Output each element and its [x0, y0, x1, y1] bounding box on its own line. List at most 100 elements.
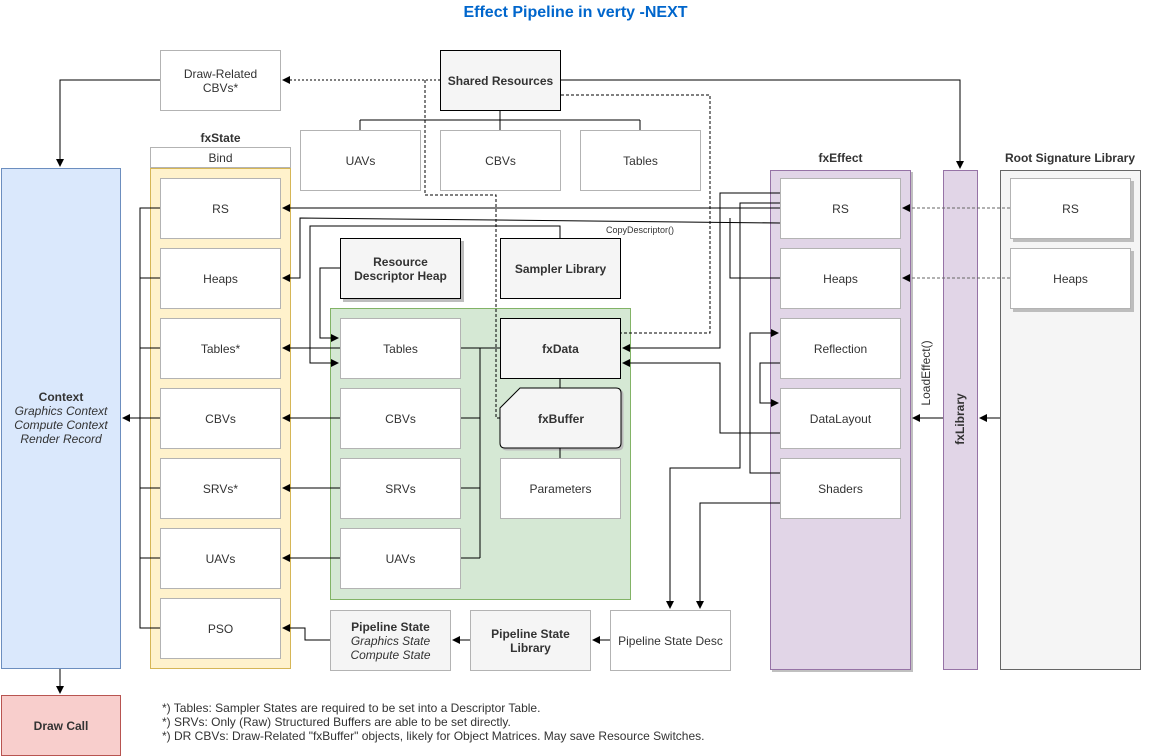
- item-label: Heaps: [823, 271, 858, 286]
- root-signature-library-title: Root Signature Library: [1004, 151, 1135, 165]
- item-label: RS: [212, 201, 229, 216]
- fxdata-item-tables[interactable]: Tables: [340, 318, 461, 379]
- fxeffect-item-heaps[interactable]: Heaps: [780, 248, 901, 309]
- fxstate-item-cbvs[interactable]: CBVs: [160, 388, 281, 449]
- fxbuffer-label: fxBuffer: [538, 412, 584, 426]
- item-label: Tables: [623, 153, 658, 168]
- edge-datalayout-fxdata: [622, 359, 780, 434]
- item-label: SRVs: [385, 481, 416, 496]
- fxstate-item-heaps[interactable]: Heaps: [160, 248, 281, 309]
- fxeffect-item-rs[interactable]: RS: [780, 178, 901, 239]
- rsl-item-rs[interactable]: RS: [1010, 178, 1131, 239]
- edge-fxeffect-rs-heaps: [622, 192, 780, 352]
- item-label: Shaders: [818, 481, 863, 496]
- fxstate-title: fxState: [200, 131, 241, 145]
- item-label: PSO: [207, 621, 234, 636]
- fxdata-item-srvs[interactable]: SRVs: [340, 458, 461, 519]
- fxstate-item-uavs[interactable]: UAVs: [160, 528, 281, 589]
- edge-sampler-tables: [309, 225, 561, 367]
- footnote: *) DR CBVs: Draw-Related "fxBuffer" obje…: [162, 729, 705, 743]
- fxeffect-title: fxEffect: [818, 151, 863, 165]
- footnote: *) Tables: Sampler States are required t…: [162, 701, 541, 715]
- resource-descriptor-heap-box[interactable]: Resource Descriptor Heap: [340, 238, 461, 299]
- context-line: Graphics Context: [14, 404, 108, 418]
- shared-cbvs-box[interactable]: CBVs: [440, 130, 561, 191]
- pipeline-state-line: Compute State: [350, 647, 431, 662]
- resource-descriptor-heap-label: Resource Descriptor Heap: [354, 254, 447, 283]
- item-label: UAVs: [385, 551, 416, 566]
- edge-shaders-reflection: [749, 329, 780, 474]
- item-label: UAVs: [345, 153, 376, 168]
- shared-resources-label: Shared Resources: [447, 73, 554, 88]
- edge-shaders-psd: [696, 502, 780, 609]
- context-container: [1, 168, 121, 669]
- shared-uavs-box[interactable]: UAVs: [300, 130, 421, 191]
- pipeline-state-desc-label: Pipeline State Desc: [618, 633, 723, 648]
- item-label: UAVs: [205, 551, 236, 566]
- pipeline-state-box[interactable]: Pipeline State Graphics State Compute St…: [330, 610, 451, 671]
- rsl-item-heaps[interactable]: Heaps: [1010, 248, 1131, 309]
- fxeffect-item-reflection[interactable]: Reflection: [780, 318, 901, 379]
- item-label: DataLayout: [809, 411, 872, 426]
- fxbuffer-shape: [499, 387, 622, 449]
- fxdata-label: fxData: [542, 341, 579, 356]
- footnotes: *) Tables: Sampler States are required t…: [162, 701, 704, 743]
- edge-reflection-psd2: [666, 202, 780, 609]
- edge-shared-tree: [359, 111, 641, 130]
- fxlibrary-bar[interactable]: [943, 170, 978, 670]
- item-label: Heaps: [203, 271, 238, 286]
- bind-label: Bind: [208, 150, 233, 165]
- pipeline-state-desc-box[interactable]: Pipeline State Desc: [610, 610, 731, 671]
- edge-shared-fxlibrary: [561, 79, 964, 169]
- draw-related-cbvs-label: Draw-Related CBVs*: [183, 66, 258, 95]
- fxstate-item-rs[interactable]: RS: [160, 178, 281, 239]
- context-line: Render Record: [20, 432, 102, 446]
- fxstate-bind-header: Bind: [150, 147, 291, 168]
- sampler-library-box[interactable]: Sampler Library: [500, 238, 621, 299]
- shared-tables-box[interactable]: Tables: [580, 130, 701, 191]
- sampler-library-label: Sampler Library: [514, 261, 607, 276]
- pipeline-state-library-label: Pipeline State Library: [491, 626, 570, 655]
- draw-related-cbvs-box[interactable]: Draw-Related CBVs*: [160, 50, 281, 111]
- item-label: Tables: [383, 341, 418, 356]
- context-title: Context: [38, 390, 84, 404]
- edge-rs-heaps-state: [282, 217, 781, 282]
- pipeline-state-line: Graphics State: [350, 633, 431, 648]
- draw-call-label: Draw Call: [33, 718, 89, 733]
- pipeline-state-library-box[interactable]: Pipeline State Library: [470, 610, 591, 671]
- fxdata-item-cbvs[interactable]: CBVs: [340, 388, 461, 449]
- edge-shared-fxdata: [561, 94, 711, 334]
- parameters-label: Parameters: [529, 481, 592, 496]
- footnote: *) SRVs: Only (Raw) Structured Buffers a…: [162, 715, 511, 729]
- pipeline-state-title: Pipeline State: [351, 619, 430, 634]
- fxdata-item-uavs[interactable]: UAVs: [340, 528, 461, 589]
- parameters-box[interactable]: Parameters: [500, 458, 621, 519]
- context-line: Compute Context: [14, 418, 108, 432]
- item-label: Tables*: [200, 341, 241, 356]
- item-label: CBVs: [485, 153, 516, 168]
- edge-rdh-tables: [319, 267, 340, 342]
- fxstate-item-srvs[interactable]: SRVs*: [160, 458, 281, 519]
- fxstate-item-tables[interactable]: Tables*: [160, 318, 281, 379]
- edge-items-fxdata: [461, 347, 500, 559]
- item-label: CBVs: [385, 411, 416, 426]
- item-label: Heaps: [1053, 271, 1088, 286]
- copy-descriptor-label: CopyDescriptor(): [606, 225, 675, 235]
- fxeffect-item-shaders[interactable]: Shaders: [780, 458, 901, 519]
- item-label: CBVs: [205, 411, 236, 426]
- fxeffect-item-datalayout[interactable]: DataLayout: [780, 388, 901, 449]
- edge-reflection-datalayout: [759, 362, 780, 407]
- item-label: RS: [832, 201, 849, 216]
- edge-drcbvs-context: [56, 79, 160, 167]
- fxdata-box[interactable]: fxData: [500, 318, 621, 379]
- context-label: Context Graphics Context Compute Context…: [1, 390, 121, 446]
- shared-resources-box[interactable]: Shared Resources: [440, 50, 561, 111]
- item-label: RS: [1062, 201, 1079, 216]
- fxstate-item-pso[interactable]: PSO: [160, 598, 281, 659]
- edge-ps-pso: [282, 624, 330, 641]
- edge-fxbuffer-drcbvs: [424, 80, 500, 419]
- diagram-title: Effect Pipeline in verty -NEXT: [463, 4, 688, 21]
- item-label: Reflection: [813, 341, 868, 356]
- item-label: SRVs*: [202, 481, 239, 496]
